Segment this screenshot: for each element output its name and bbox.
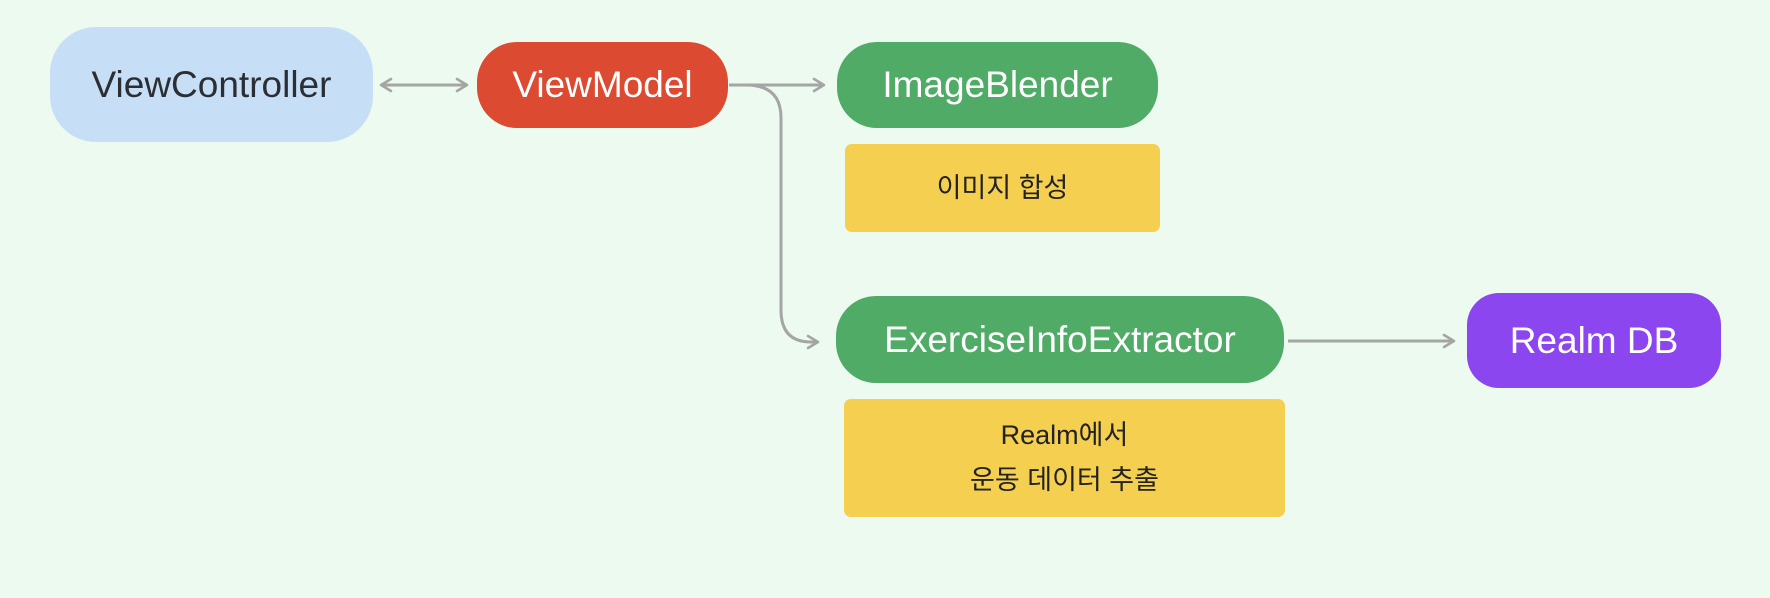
note-realm-extract[interactable]: Realm에서 운동 데이터 추출 [844, 399, 1285, 517]
note-image-blend-text: 이미지 합성 [936, 172, 1069, 203]
note-realm-extract-line1: Realm에서 [1000, 420, 1129, 450]
node-viewcontroller-label: ViewController [91, 63, 332, 105]
node-viewmodel[interactable]: ViewModel [477, 42, 728, 128]
note-realm-extract-line2: 운동 데이터 추출 [970, 465, 1159, 495]
node-realmdb-label: Realm DB [1509, 319, 1679, 361]
node-imageblender-label: ImageBlender [882, 64, 1113, 105]
node-realmdb[interactable]: Realm DB [1467, 293, 1721, 388]
edge-viewmodel-exerciseinfoextractor [745, 83, 820, 350]
node-exerciseinfoextractor[interactable]: ExerciseInfoExtractor [836, 296, 1284, 383]
node-viewcontroller[interactable]: ViewController [50, 27, 373, 142]
node-exerciseinfoextractor-label: ExerciseInfoExtractor [884, 318, 1236, 360]
node-imageblender[interactable]: ImageBlender [837, 42, 1158, 128]
note-image-blend[interactable]: 이미지 합성 [845, 144, 1160, 232]
node-viewmodel-label: ViewModel [512, 64, 693, 105]
